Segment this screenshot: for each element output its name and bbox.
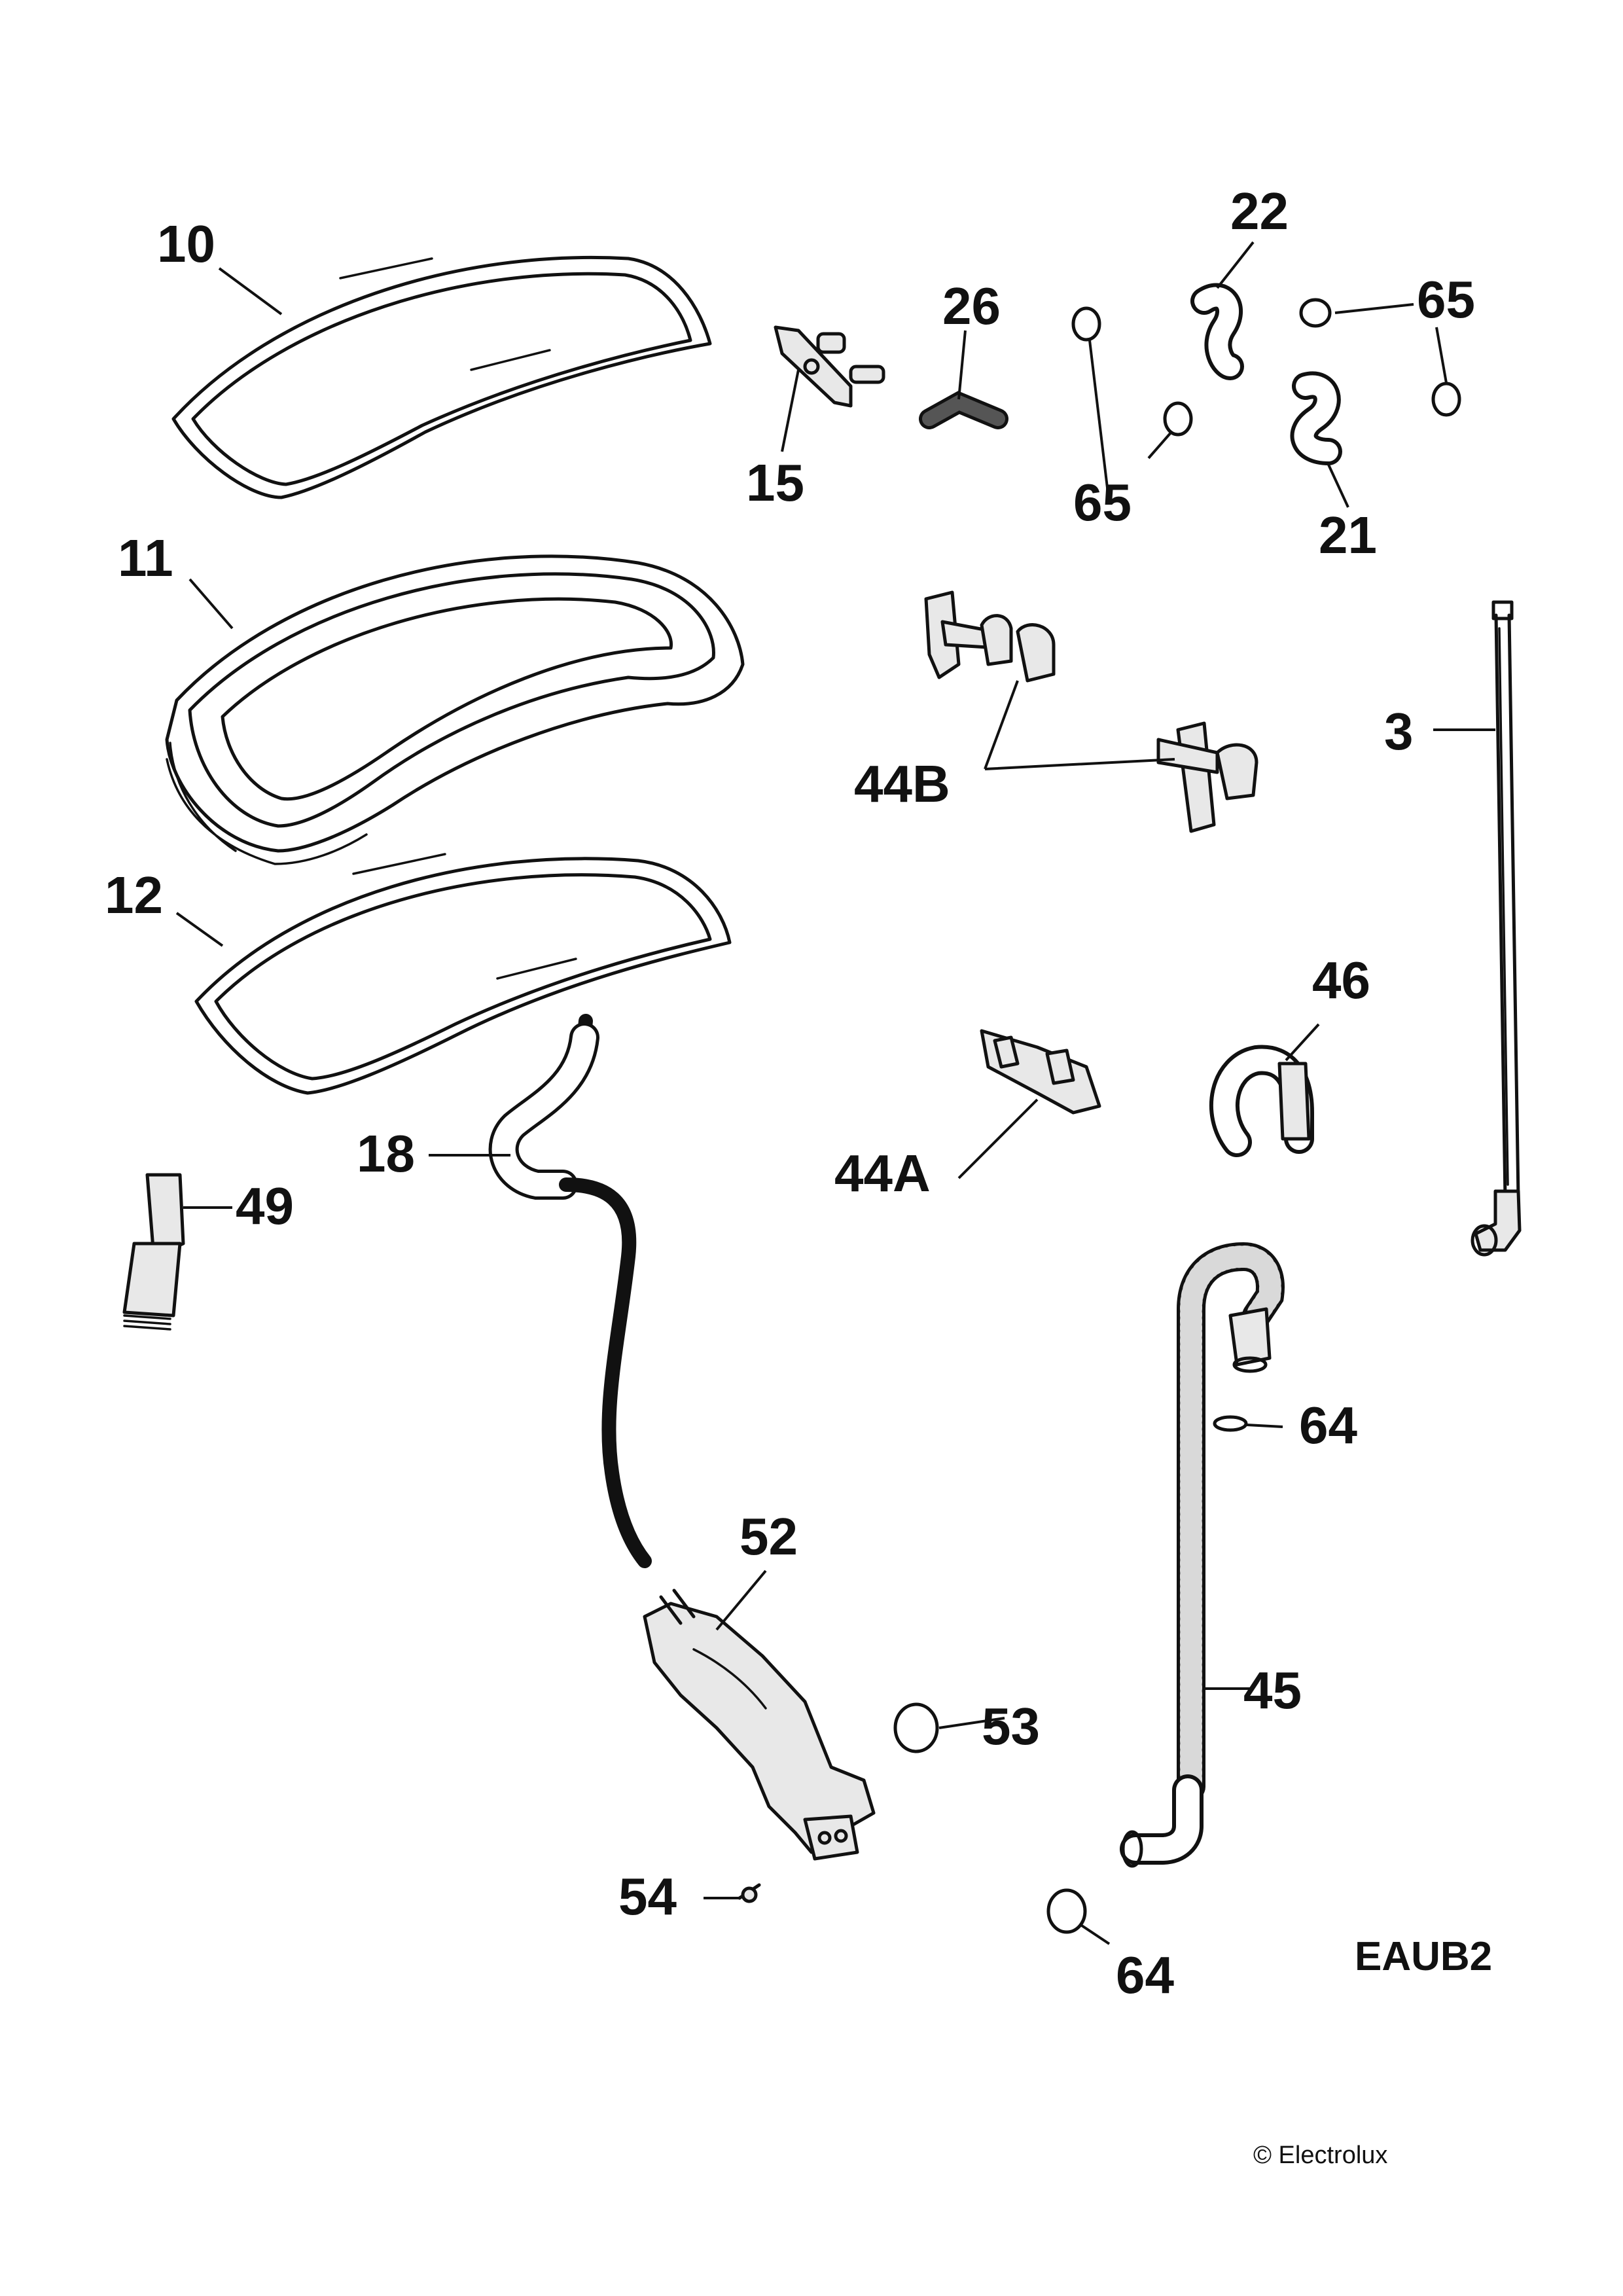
callout-22: 22 [1230,182,1289,240]
part-22-s-hose [1190,283,1244,380]
callout-21: 21 [1319,506,1377,564]
callout-64-upper: 64 [1299,1396,1357,1454]
callout-53: 53 [982,1697,1040,1755]
callout-44b: 44B [854,755,950,813]
part-46-u-bracket [1209,1045,1314,1157]
part-64-clamps [1046,1415,1248,1934]
callout-65-middle: 65 [1073,473,1132,531]
callout-11: 11 [118,529,173,587]
part-21-s-hose [1290,371,1342,465]
part-54-screw [738,1883,761,1903]
part-18-hose [488,1014,652,1568]
part-11-door-gasket [165,554,745,865]
callout-49: 49 [236,1177,294,1235]
callout-3: 3 [1384,702,1414,761]
part-10-seal-ring [171,255,712,499]
callout-65-top-right: 65 [1417,270,1475,329]
part-15-valve-bracket [774,325,885,408]
copyright-notice: © Electrolux [1253,2142,1387,2169]
callout-18: 18 [357,1124,415,1183]
callout-64-lower: 64 [1116,1946,1174,2004]
part-44a-clip [980,1029,1101,1115]
part-52-pump-housing [643,1588,876,1861]
callout-15: 15 [746,454,804,512]
callout-labels: 10 11 12 15 26 22 65 65 21 3 44B 46 44A … [105,182,1475,2004]
callout-46: 46 [1312,951,1370,1009]
callout-45: 45 [1243,1661,1302,1719]
part-12-seal-ring [194,853,732,1095]
callout-54: 54 [618,1867,677,1926]
part-44b-clips [924,590,1258,833]
callout-52: 52 [740,1507,798,1566]
callout-44a: 44A [834,1144,931,1202]
diagram-code: EAUB2 [1355,1934,1492,1979]
part-53-o-ring [893,1702,939,1753]
part-3-rod [1471,600,1522,1257]
leader-lines [175,241,1495,1945]
part-26-bent-hose [919,391,1008,429]
callout-26: 26 [942,277,1001,335]
callout-10: 10 [157,215,215,273]
part-49-bracket [122,1173,185,1331]
part-65-clamps [1071,298,1461,437]
callout-12: 12 [105,866,163,924]
part-45-drain-hose [1120,1242,1285,1868]
